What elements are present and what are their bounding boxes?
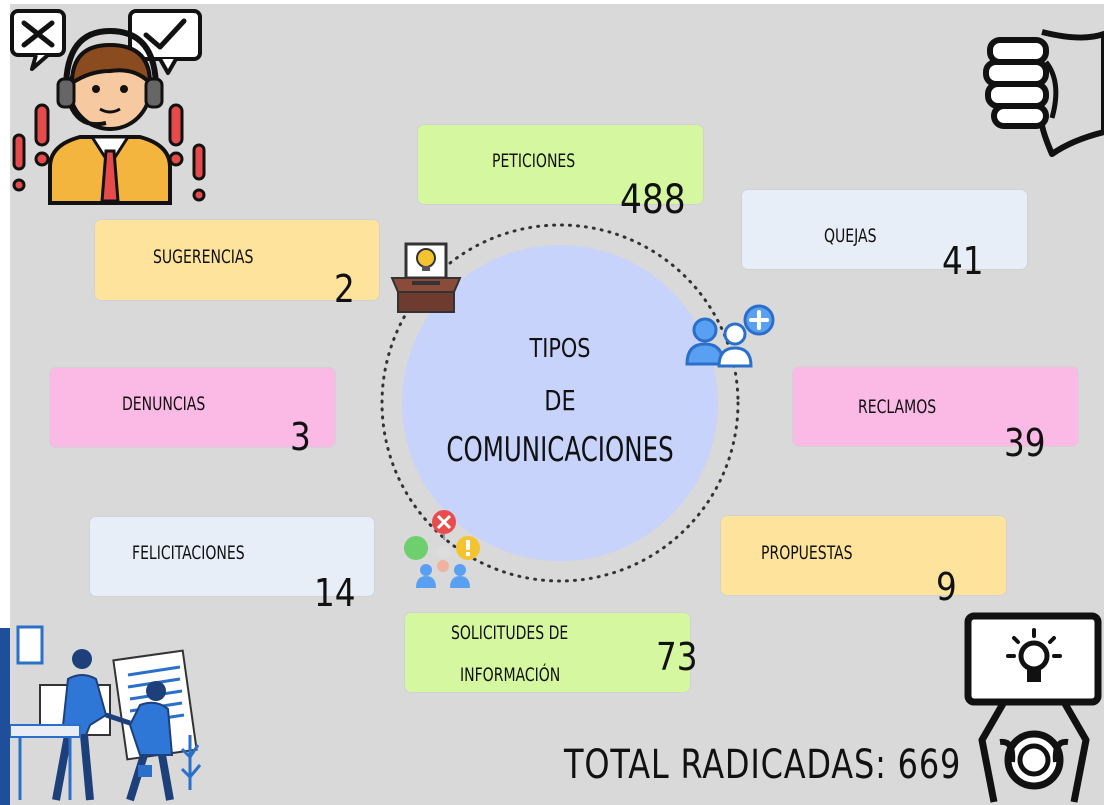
center-line-2: DE <box>544 384 576 417</box>
peticiones-value: 488 <box>620 177 686 223</box>
reclamos-label: RECLAMOS <box>858 396 937 418</box>
propuestas-card <box>721 516 1006 595</box>
add-users-icon <box>685 304 775 368</box>
sugerencias-card <box>95 220 379 300</box>
center-diagram <box>380 223 740 583</box>
center-line-1: TIPOS <box>529 334 591 364</box>
center-line-3: COMUNICACIONES <box>446 430 674 470</box>
peticiones-label: PETICIONES <box>492 150 576 172</box>
total-radicadas: TOTAL RADICADAS: 669 <box>564 742 962 788</box>
idea-hands-icon <box>964 612 1102 803</box>
center-circle <box>402 245 718 561</box>
dotted-orbit <box>380 223 740 583</box>
sugerencias-label: SUGERENCIAS <box>153 246 254 268</box>
denuncias-value: 3 <box>290 415 311 459</box>
felicitaciones-label: FELICITACIONES <box>132 542 245 564</box>
reclamos-card <box>793 367 1078 446</box>
left-strip <box>0 0 10 805</box>
peticiones-card <box>418 125 703 204</box>
felicitaciones-value: 14 <box>314 571 356 615</box>
quejas-value: 41 <box>942 239 984 283</box>
quejas-label: QUEJAS <box>824 225 877 247</box>
denuncias-label: DENUNCIAS <box>122 393 206 415</box>
business-handshake-icon <box>10 625 202 802</box>
felicitaciones-card <box>90 517 374 596</box>
denuncias-card <box>50 368 335 447</box>
solicitudes-card <box>405 613 690 692</box>
propuestas-value: 9 <box>936 565 957 609</box>
sugerencias-value: 2 <box>334 267 355 311</box>
quejas-card <box>742 190 1027 269</box>
call-center-agent-icon <box>10 9 206 205</box>
propuestas-label: PROPUESTAS <box>761 542 853 564</box>
reclamos-value: 39 <box>1004 421 1046 465</box>
center-title: TIPOS DE COMUNICACIONES <box>400 330 720 480</box>
thumbs-down-icon <box>983 29 1104 157</box>
top-strip <box>0 0 1104 4</box>
suggestion-box-icon <box>390 242 462 313</box>
left-strip-accent <box>0 628 10 805</box>
solicitudes-label-line2: INFORMACIÓN <box>460 664 561 686</box>
feedback-people-icon <box>404 510 480 588</box>
solicitudes-label-line1: SOLICITUDES DE <box>451 622 569 644</box>
solicitudes-value: 73 <box>656 635 698 679</box>
